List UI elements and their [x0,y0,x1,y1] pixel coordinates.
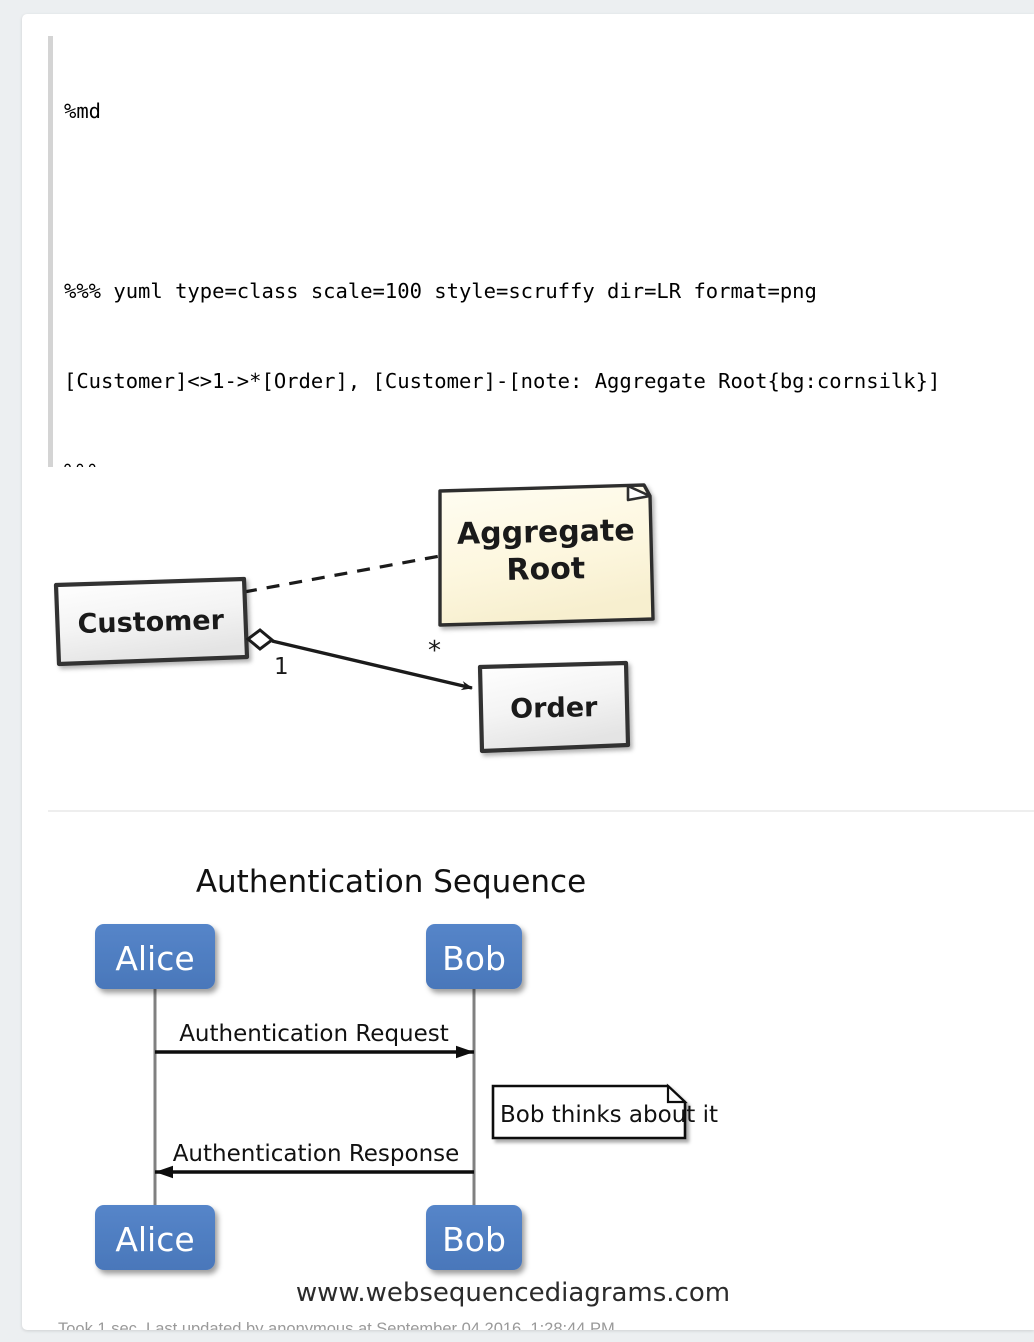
class-label-order: Order [510,692,599,725]
class-box-customer [53,576,250,667]
participant-alice-top [95,924,215,989]
multiplicity-target-star: * [428,636,441,666]
note-aggregate-root [438,483,655,627]
sequence-note-text: Bob thinks about it [500,1102,718,1128]
class-label-customer: Customer [77,605,225,640]
code-line-2-blank [64,186,1028,216]
code-line-4: [Customer]<>1->*[Order], [Customer]-[not… [64,369,941,393]
code-line-5: %%% [64,456,1028,467]
sequence-diagram: Authentication Sequence Alice Bob Authen… [48,834,1028,1312]
sequence-watermark: www.websequencediagrams.com [296,1278,730,1308]
note-label-line2: Root [506,551,585,588]
markdown-divider [48,810,1034,812]
participant-bob-top [426,924,522,989]
code-line-1: %md [64,99,102,123]
paragraph-status-text: Took 1 sec. Last updated by anonymous at… [58,1320,620,1330]
sequence-title: Authentication Sequence [196,864,586,900]
class-box-order [477,660,631,754]
participant-label-bob-top: Bob [442,939,506,978]
note-label-line1: Aggregate [457,513,635,552]
participant-label-alice-bottom: Alice [115,1220,194,1259]
message-label-request: Authentication Request [179,1021,449,1047]
edge-customer-note-dashed [243,554,441,594]
participant-bob-bottom [426,1205,522,1270]
yuml-class-diagram: Aggregate Root Customer 1 * [48,474,1028,784]
message-label-response: Authentication Response [173,1141,460,1167]
sequence-note-bob [491,1083,688,1140]
aggregation-diamond [245,628,275,651]
multiplicity-source-1: 1 [274,654,289,680]
participant-alice-bottom [95,1205,215,1270]
paragraph-card: %md %%% yuml type=class scale=100 style=… [22,14,1034,1330]
code-line-3: %%% yuml type=class scale=100 style=scru… [64,279,817,303]
edge-customer-order-aggregation [271,639,473,691]
code-editor[interactable]: %md %%% yuml type=class scale=100 style=… [48,36,1028,467]
code-text[interactable]: %md %%% yuml type=class scale=100 style=… [64,36,1028,467]
participant-label-alice-top: Alice [115,939,194,978]
editor-gutter-bar [48,36,53,467]
participant-label-bob-bottom: Bob [442,1220,506,1259]
